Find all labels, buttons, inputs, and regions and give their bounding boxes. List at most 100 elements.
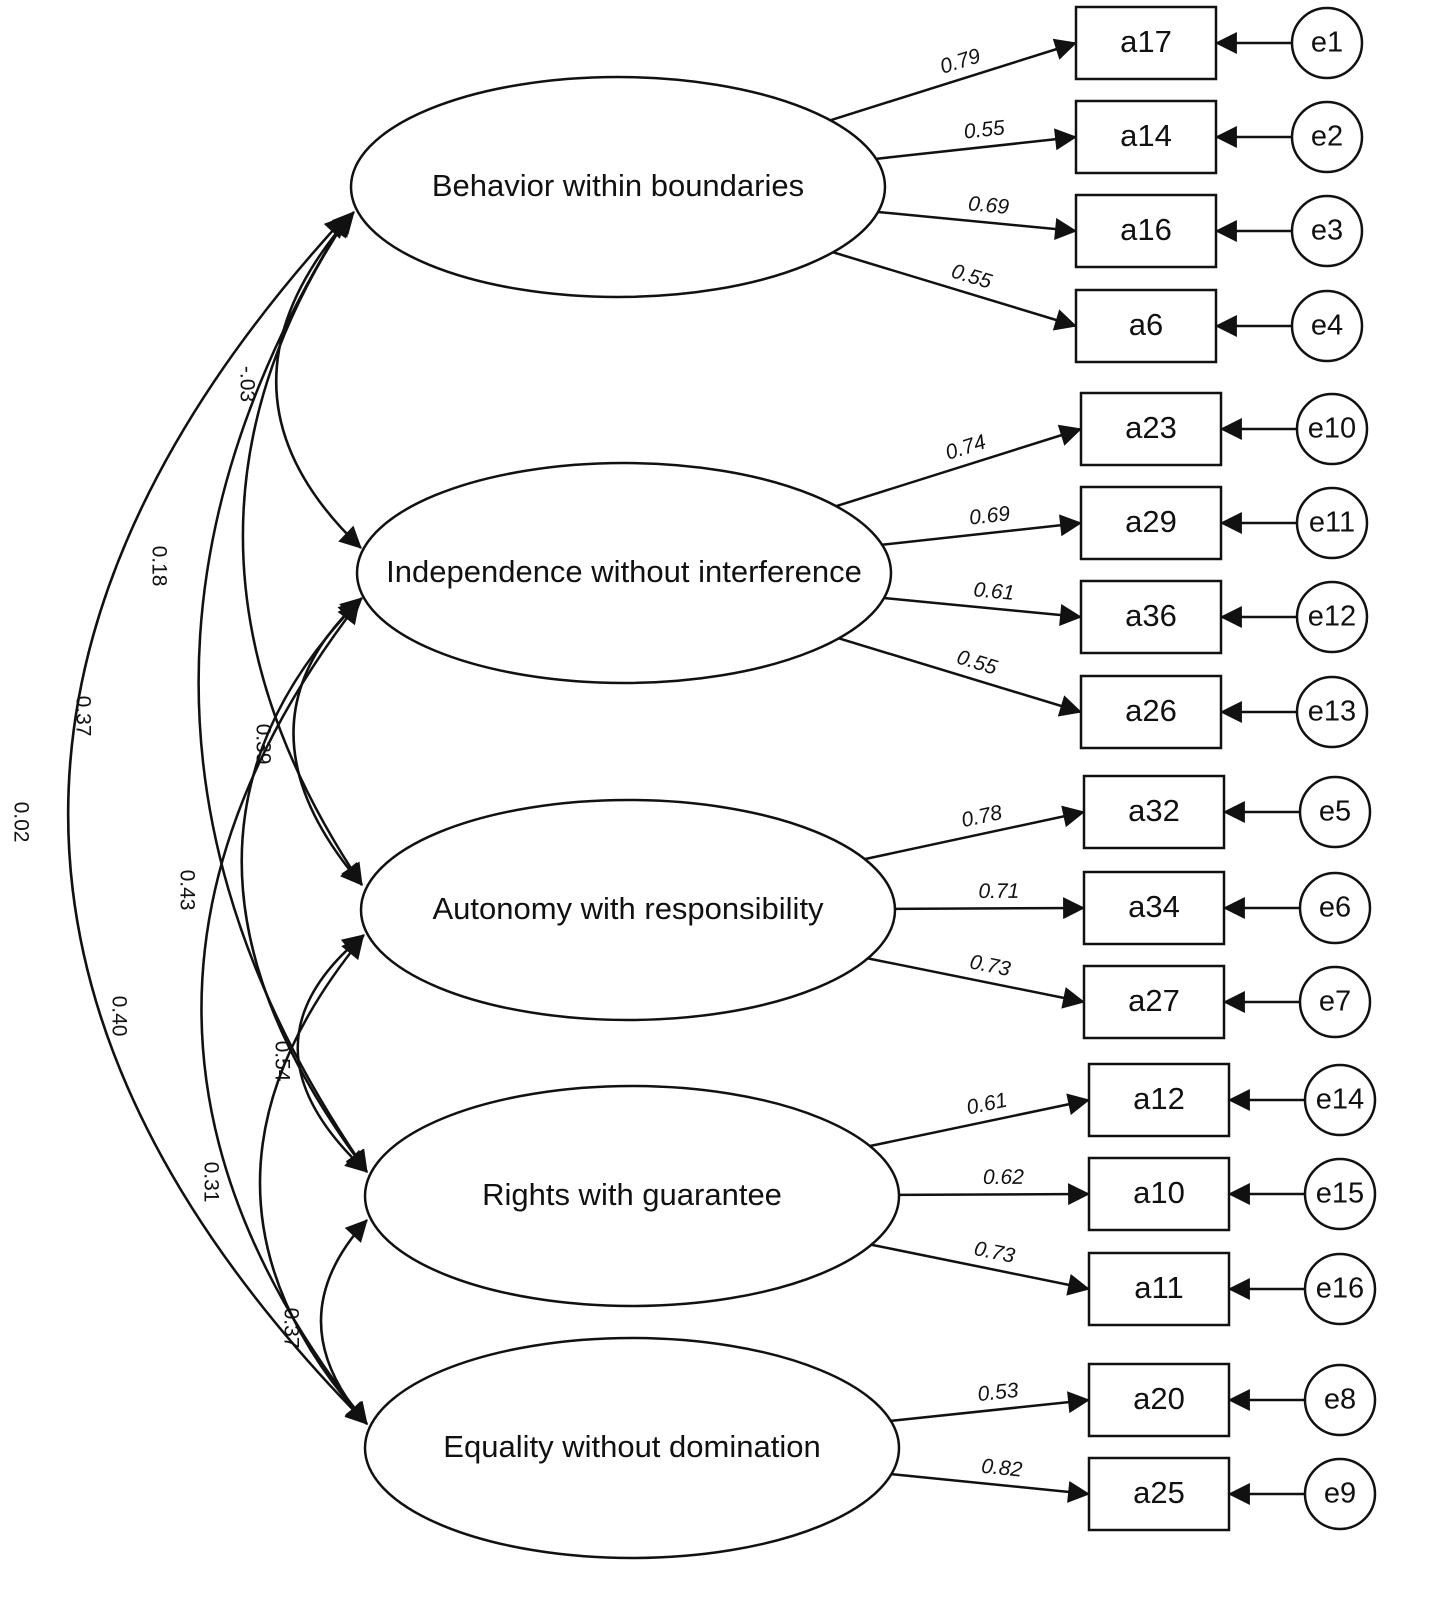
error-label-e1: e1 <box>1311 27 1343 59</box>
loading-arrow-a16 <box>877 210 1078 240</box>
loading-arrow-a12 <box>869 1093 1091 1148</box>
covariance-label-f4-f5: 0.37 <box>279 1308 302 1349</box>
indicator-box-a25 <box>1087 1456 1231 1532</box>
error-label-e8: e8 <box>1324 1384 1356 1416</box>
loading-label-a11: 0.73 <box>972 1237 1017 1268</box>
covariance-arc-f1-f2 <box>275 211 362 549</box>
covariance-label-f3-f4: 0.54 <box>270 1041 293 1082</box>
error-label-e4: e4 <box>1311 310 1343 342</box>
indicator-label-a23: a23 <box>1125 410 1177 445</box>
error-circle-e14 <box>1303 1063 1377 1137</box>
indicator-box-a6 <box>1074 288 1218 364</box>
loading-arrow-a10 <box>898 1183 1091 1206</box>
indicator-label-a16: a16 <box>1120 212 1172 247</box>
error-label-e13: e13 <box>1308 696 1356 728</box>
error-label-e6: e6 <box>1319 892 1351 924</box>
error-label-e11: e11 <box>1309 507 1355 539</box>
error-label-e14: e14 <box>1316 1084 1364 1116</box>
error-circle-e5 <box>1298 775 1372 849</box>
error-circle-e2 <box>1290 100 1364 174</box>
indicator-label-a36: a36 <box>1125 598 1177 633</box>
indicator-box-a32 <box>1082 774 1226 850</box>
indicator-box-a26 <box>1079 674 1223 750</box>
loading-label-a25: 0.82 <box>980 1455 1023 1482</box>
loading-arrow-a25 <box>891 1472 1091 1503</box>
error-circle-e3 <box>1290 194 1364 268</box>
covariance-label-f2-f4: 0.43 <box>175 870 198 911</box>
indicator-label-a34: a34 <box>1128 889 1180 924</box>
indicator-label-a20: a20 <box>1133 1381 1185 1416</box>
indicator-label-a11: a11 <box>1134 1270 1183 1305</box>
label-layer: -.03 0.18 0.37 0.02 0.39 0.43 0.40 0.54 0.31 0.37… <box>9 24 1364 1510</box>
latent-ellipse-behavior-within-boundaries <box>349 75 887 299</box>
covariance-label-f1-f5: 0.02 <box>9 802 32 843</box>
covariance-arc-f1-f3 <box>241 213 364 886</box>
indicator-box-a34 <box>1082 870 1226 946</box>
loading-arrow-a32 <box>864 805 1086 861</box>
covariance-arc-f3-f5 <box>258 936 368 1425</box>
loading-arrow-a17 <box>829 38 1078 122</box>
covariance-label-f2-f5: 0.40 <box>107 996 130 1037</box>
latent-ellipse-autonomy-with-responsibility <box>359 798 897 1022</box>
covariance-arc-f1-f4 <box>197 214 369 1173</box>
indicator-box-a11 <box>1087 1251 1231 1327</box>
loading-label-a36: 0.61 <box>973 578 1016 605</box>
error-circle-e6 <box>1298 871 1372 945</box>
latent-label-behavior-within-boundaries: Behavior within boundaries <box>432 168 804 203</box>
indicator-box-a20 <box>1087 1362 1231 1438</box>
loading-arrow-a14 <box>875 128 1078 161</box>
error-circle-e10 <box>1295 392 1369 466</box>
loading-label-a10: 0.62 <box>983 1166 1024 1189</box>
loading-label-a16: 0.69 <box>967 192 1010 219</box>
indicator-label-a6: a6 <box>1129 307 1163 342</box>
loading-arrow-a20 <box>890 1391 1091 1423</box>
covariance-label-f1-f2: -.03 <box>235 366 258 402</box>
indicator-label-a32: a32 <box>1128 793 1180 828</box>
latent-ellipse-equality-without-domination <box>363 1336 901 1560</box>
latent-label-independence-without-interference: Independence without interference <box>386 554 862 589</box>
error-label-e5: e5 <box>1319 796 1351 828</box>
loading-arrow-a6 <box>832 251 1078 331</box>
indicator-label-a25: a25 <box>1133 1475 1185 1510</box>
error-circle-e16 <box>1303 1252 1377 1326</box>
indicator-box-a17 <box>1074 5 1218 81</box>
covariance-label-f1-f4: 0.37 <box>71 696 94 737</box>
error-circle-e1 <box>1290 6 1364 80</box>
indicator-box-a27 <box>1082 964 1226 1040</box>
loading-arrow-a34 <box>894 897 1086 920</box>
node-layer <box>349 5 1377 1560</box>
loading-arrow-a26 <box>838 637 1083 717</box>
loading-label-a12: 0.61 <box>965 1089 1010 1120</box>
indicator-box-a14 <box>1074 99 1218 175</box>
loading-layer <box>829 32 1305 1505</box>
error-circle-e4 <box>1290 289 1364 363</box>
error-circle-e9 <box>1303 1457 1377 1531</box>
latent-label-autonomy-with-responsibility: Autonomy with responsibility <box>432 891 824 926</box>
error-label-e16: e16 <box>1316 1273 1364 1305</box>
loading-label-a14: 0.55 <box>963 116 1006 143</box>
error-label-e12: e12 <box>1308 601 1356 633</box>
covariance-label-f3-f5: 0.31 <box>199 1162 222 1203</box>
error-label-e3: e3 <box>1311 215 1343 247</box>
covariance-label-f1-f3: 0.18 <box>147 546 170 587</box>
error-circle-e15 <box>1303 1157 1377 1231</box>
indicator-box-a10 <box>1087 1156 1231 1232</box>
indicator-box-a23 <box>1079 391 1223 467</box>
loading-arrow-a11 <box>871 1243 1091 1296</box>
error-circle-e12 <box>1295 580 1369 654</box>
covariance-arc-f1-f5 <box>66 215 368 1425</box>
indicator-label-a17: a17 <box>1120 24 1172 59</box>
loading-label-a34: 0.71 <box>978 880 1019 903</box>
indicator-box-a16 <box>1074 193 1218 269</box>
latent-label-equality-without-domination: Equality without domination <box>443 1429 820 1464</box>
covariance-layer <box>66 211 369 1425</box>
indicator-label-a27: a27 <box>1128 983 1180 1018</box>
indicator-label-a12: a12 <box>1133 1081 1185 1116</box>
latent-ellipse-independence-without-interference <box>355 461 893 685</box>
covariance-arc-f4-f5 <box>319 1219 368 1425</box>
covariance-label-f2-f3: 0.39 <box>251 724 274 765</box>
error-label-e10: e10 <box>1308 413 1356 445</box>
indicator-label-a26: a26 <box>1125 693 1177 728</box>
covariance-arc-f2-f4 <box>240 599 368 1173</box>
